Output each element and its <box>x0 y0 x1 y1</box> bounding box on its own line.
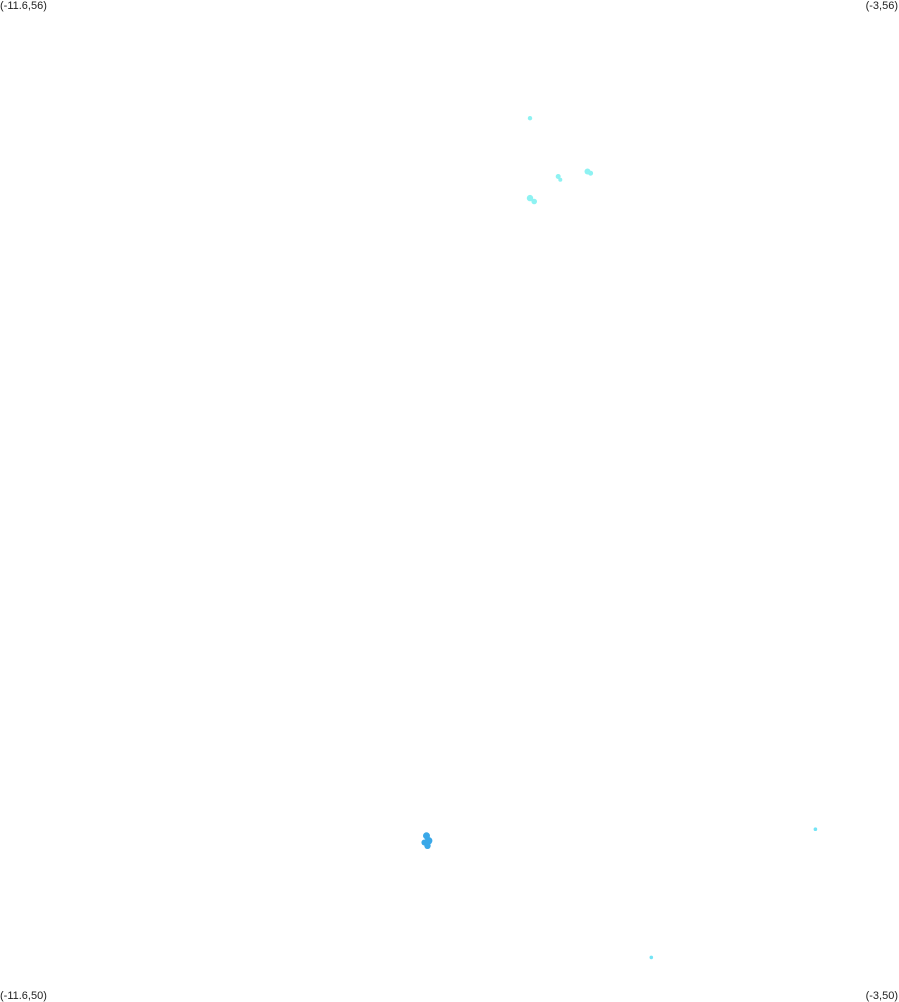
map-feature-11 <box>424 842 431 849</box>
features-layer <box>421 116 818 960</box>
corner-label-top-right: (-3,56) <box>865 0 898 12</box>
map-feature-1 <box>527 116 533 121</box>
map-feature-12 <box>813 827 818 831</box>
map-feature-6 <box>526 194 534 202</box>
corner-label-bottom-left: (-11.6,50) <box>0 990 47 1002</box>
map-feature-7 <box>531 198 537 205</box>
corner-label-bottom-right: (-3,50) <box>865 990 898 1002</box>
corner-label-top-left: (-11.6,56) <box>0 0 47 12</box>
map-feature-3 <box>558 177 563 182</box>
map-feature-2 <box>555 174 561 179</box>
map-feature-5 <box>588 170 594 176</box>
map-feature-13 <box>649 955 654 960</box>
